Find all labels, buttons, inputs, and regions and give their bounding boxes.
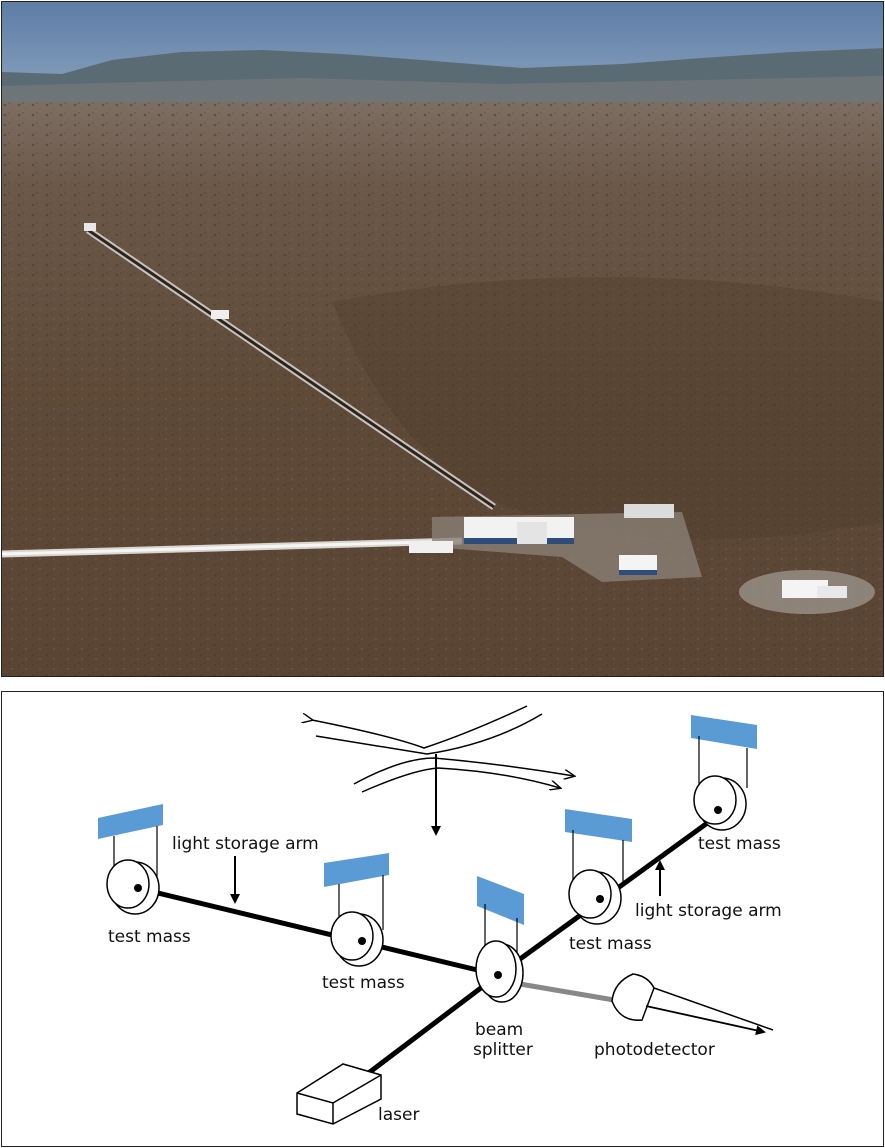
label-light-storage-arm-left: light storage arm [172,834,319,854]
test-mass-near-right [565,809,632,925]
aerial-photo-drawing [2,2,883,676]
aerial-photo [1,1,884,677]
test-mass-far-right [691,715,757,831]
label-light-storage-arm-right: light storage arm [635,901,782,921]
output-beam [519,981,615,1003]
horizontal-arm [2,537,463,558]
laser [296,1063,382,1125]
label-test-mass-far-right: test mass [698,834,781,854]
label-test-mass-near-right: test mass [569,934,652,954]
interferometer-diagram: light storage arm light storage arm test… [1,691,884,1147]
central-facility [409,504,875,614]
test-mass-near-left [324,853,389,967]
left-arm-beam [136,885,499,978]
diagonal-arm [84,223,496,510]
interferometer-diagram-drawing: light storage arm light storage arm test… [98,705,782,1125]
label-test-mass-near-left: test mass [322,973,405,993]
gravitational-wave-symbol [312,705,574,836]
beam-splitter [475,876,524,1003]
photodetector [611,973,774,1036]
label-laser: laser [378,1105,419,1125]
label-splitter: splitter [473,1040,533,1060]
test-mass-far-left [98,804,163,915]
label-test-mass-far-left: test mass [108,927,191,947]
label-photodetector: photodetector [594,1040,715,1060]
laser-beam [352,973,500,1086]
label-beam: beam [475,1020,523,1040]
